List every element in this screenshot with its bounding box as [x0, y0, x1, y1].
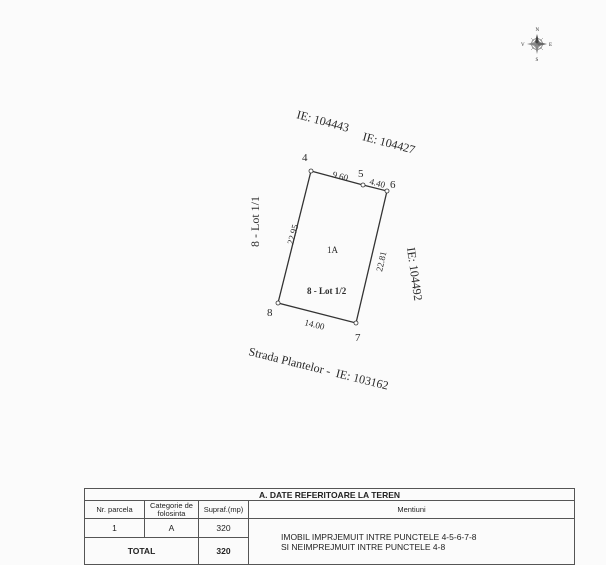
distance-7-8: 14.00: [304, 317, 327, 332]
mention-line-1: IMOBIL IMPRJEMUIT INTRE PUNCTELE 4-5-6-7…: [281, 531, 477, 542]
cell-categorie: A: [144, 518, 199, 538]
compass-n-label: N: [536, 28, 540, 33]
parcel-id: 1A: [327, 245, 339, 255]
vertex-marker-6: [384, 188, 390, 194]
header-suprafata: Supraf.(mp): [198, 500, 249, 519]
header-mentiuni: Mentiuni: [247, 500, 576, 519]
point-label-6: 6: [390, 179, 396, 191]
compass-v-label: V: [521, 43, 525, 48]
distance-4-5: 9.60: [331, 169, 349, 183]
distance-8-4: 22.95: [285, 223, 300, 246]
vertex-marker-8: [275, 300, 281, 306]
street-label: Strada Plantelor - IE: 103162: [247, 344, 390, 392]
point-label-4: 4: [302, 152, 308, 164]
vertex-marker-7: [353, 320, 359, 326]
table-title: A. DATE REFERITOARE LA TEREN: [83, 488, 576, 501]
cell-nr: 1: [84, 518, 145, 538]
neighbor-ie-104427: IE: 104427: [361, 129, 416, 156]
distance-6-7: 22.81: [374, 250, 388, 272]
total-value: 320: [198, 537, 249, 565]
neighbor-ie-104492: IE: 104492: [404, 246, 425, 301]
header-categorie: Categorie de folosinta: [144, 500, 199, 519]
vertex-marker-4: [308, 168, 314, 174]
neighbor-lot-label: 8 - Lot 1/1: [248, 196, 262, 247]
header-nr-parcela: Nr. parcela: [84, 500, 145, 519]
cell-suprafata: 320: [198, 518, 249, 538]
vertex-markers: [275, 168, 390, 326]
total-label: TOTAL: [84, 537, 199, 565]
point-label-5: 5: [358, 168, 364, 180]
distance-5-6: 4.40: [368, 176, 386, 190]
compass-e-label: E: [549, 43, 552, 48]
compass-icon: N S E V: [521, 28, 552, 63]
terrain-data-table: A. DATE REFERITOARE LA TEREN Nr. parcela…: [83, 488, 576, 565]
cell-mentiuni: IMOBIL IMPRJEMUIT INTRE PUNCTELE 4-5-6-7…: [247, 518, 576, 565]
mention-line-2: SI NEIMPREJMUIT INTRE PUNCTELE 4-8: [281, 541, 446, 552]
point-label-7: 7: [355, 332, 361, 344]
point-label-8: 8: [267, 307, 273, 319]
vertex-marker-5: [360, 182, 366, 188]
compass-s-label: S: [536, 58, 539, 63]
parcel-boundary: [277, 170, 388, 324]
parcel-lot-label: 8 - Lot 1/2: [307, 286, 347, 296]
neighbor-ie-104443: IE: 104443: [295, 107, 350, 134]
